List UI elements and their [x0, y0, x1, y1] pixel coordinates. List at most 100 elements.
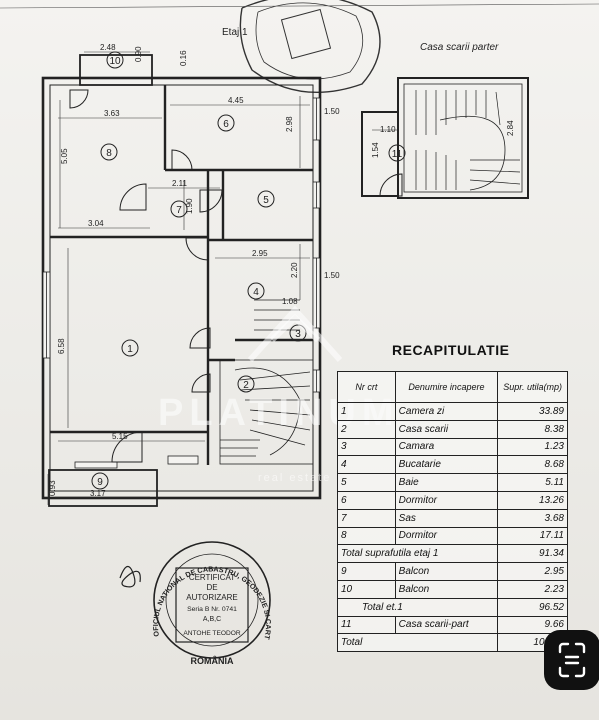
dim-0-90: 0.90: [134, 46, 143, 62]
windows: [42, 97, 321, 469]
row-nr: 10: [337, 579, 396, 599]
row-area: 3.68: [497, 508, 568, 528]
room-11-label: 11: [392, 149, 403, 160]
top-partial-stamp: [239, 0, 381, 94]
row-nr: 5: [337, 473, 396, 492]
room-5-label: 5: [263, 195, 269, 206]
row-area: 1.23: [497, 437, 568, 457]
recap-col-nr: Nr crt: [337, 371, 396, 403]
dim-1-08: 1.08: [282, 297, 298, 306]
row-nr: 11: [337, 615, 396, 635]
stamp-line-5: A,B,C: [203, 616, 221, 623]
room-3-label: 3: [295, 329, 301, 340]
row-name: Dormitor: [394, 490, 499, 510]
door-swings: [69, 89, 403, 463]
dim-5-15: 5.15: [112, 432, 128, 441]
dim-1-90: 1.90: [185, 198, 194, 214]
dim-5-05: 5.05: [60, 148, 69, 164]
recap-table: Nr crt Denumire incapere Supr. utila(mp)…: [336, 371, 568, 653]
dimension-lines: [47, 51, 310, 505]
total-etaj-label: Total suprafutila etaj 1: [336, 544, 499, 564]
dim-1-54: 1.54: [371, 142, 380, 158]
total-label: Total: [336, 633, 499, 653]
row-area: 13.26: [497, 490, 568, 510]
room-6-label: 6: [223, 119, 229, 130]
row-name: Balcon: [394, 562, 499, 581]
dim-3-17: 3.17: [90, 489, 106, 498]
recap-col-area: Supr. utila(mp): [497, 371, 568, 403]
row-name: Sas: [394, 508, 499, 528]
row-name: Bucatarie: [394, 455, 499, 475]
dim-2-95: 2.95: [252, 249, 268, 258]
dim-1-10: 1.10: [380, 125, 396, 134]
stamp-line-2: DE: [206, 583, 217, 592]
stamp-line-6: ANTOHE TEODOR: [183, 630, 241, 637]
room-4-label: 4: [253, 287, 259, 298]
row-name: Dormitor: [394, 526, 499, 546]
scan-button[interactable]: [544, 630, 599, 690]
dim-0-93: 0.93: [48, 480, 57, 496]
row-area: 8.38: [497, 419, 568, 439]
signature: [119, 565, 141, 588]
row-name: Casa scarii-part: [394, 615, 499, 635]
row-nr: 4: [337, 455, 396, 475]
row-area: 2.95: [497, 562, 568, 581]
stamp-line-4: Seria B Nr. 0741: [187, 606, 237, 613]
row-area: 33.89: [497, 402, 568, 421]
stair-section-title: Casa scarii parter: [420, 42, 499, 53]
row-area: 2.23: [497, 579, 568, 599]
interior-walls: [50, 85, 313, 465]
dim-2-20: 2.20: [290, 262, 299, 278]
outer-walls: [41, 54, 322, 507]
dim-2-84: 2.84: [506, 120, 515, 136]
dim-2-98: 2.98: [285, 116, 294, 132]
dim-window-1-50-b: 1.50: [324, 271, 340, 280]
dim-4-45: 4.45: [228, 96, 244, 105]
row-name: Casa scarii: [394, 419, 499, 439]
room-9-label: 9: [97, 477, 103, 488]
room-2-label: 2: [243, 380, 249, 391]
row-name: Balcon: [394, 579, 499, 599]
dim-6-58: 6.58: [57, 338, 66, 354]
total-et1-label: Total et.1: [336, 597, 499, 617]
room-10-label: 10: [109, 56, 121, 67]
stamp-line-1: CERTIFICAT: [189, 573, 235, 582]
cadastre-stamp: [153, 541, 271, 659]
dim-0-16: 0.16: [179, 50, 188, 66]
etaj-label: Etaj 1: [222, 27, 248, 38]
row-name: Baie: [394, 473, 499, 492]
dim-2-11: 2.11: [172, 179, 188, 188]
room-number-markers: [91, 51, 406, 490]
row-area: 17.11: [497, 526, 568, 546]
room-7-label: 7: [176, 205, 182, 216]
row-nr: 3: [337, 437, 396, 457]
room-1-label: 1: [127, 344, 133, 355]
recap-header-row: Nr crt Denumire incapere Supr. utila(mp): [337, 371, 568, 403]
total-et1-area: 96.52: [497, 597, 568, 617]
recap-col-name: Denumire incapere: [394, 371, 499, 403]
row-nr: 1: [337, 402, 396, 421]
scan-document-icon: [558, 642, 586, 678]
total-etaj-area: 91.34: [497, 544, 568, 564]
row-name: Camara: [394, 437, 499, 457]
stamp-country: ROMÂNIA: [191, 655, 234, 666]
watermark-tagline: real estate: [258, 472, 332, 484]
stamp-line-3: AUTORIZARE: [186, 593, 237, 602]
watermark-logo-icon: [247, 305, 343, 363]
total-row: Total106.18: [336, 633, 568, 653]
stair-plan-parter: [361, 77, 529, 199]
